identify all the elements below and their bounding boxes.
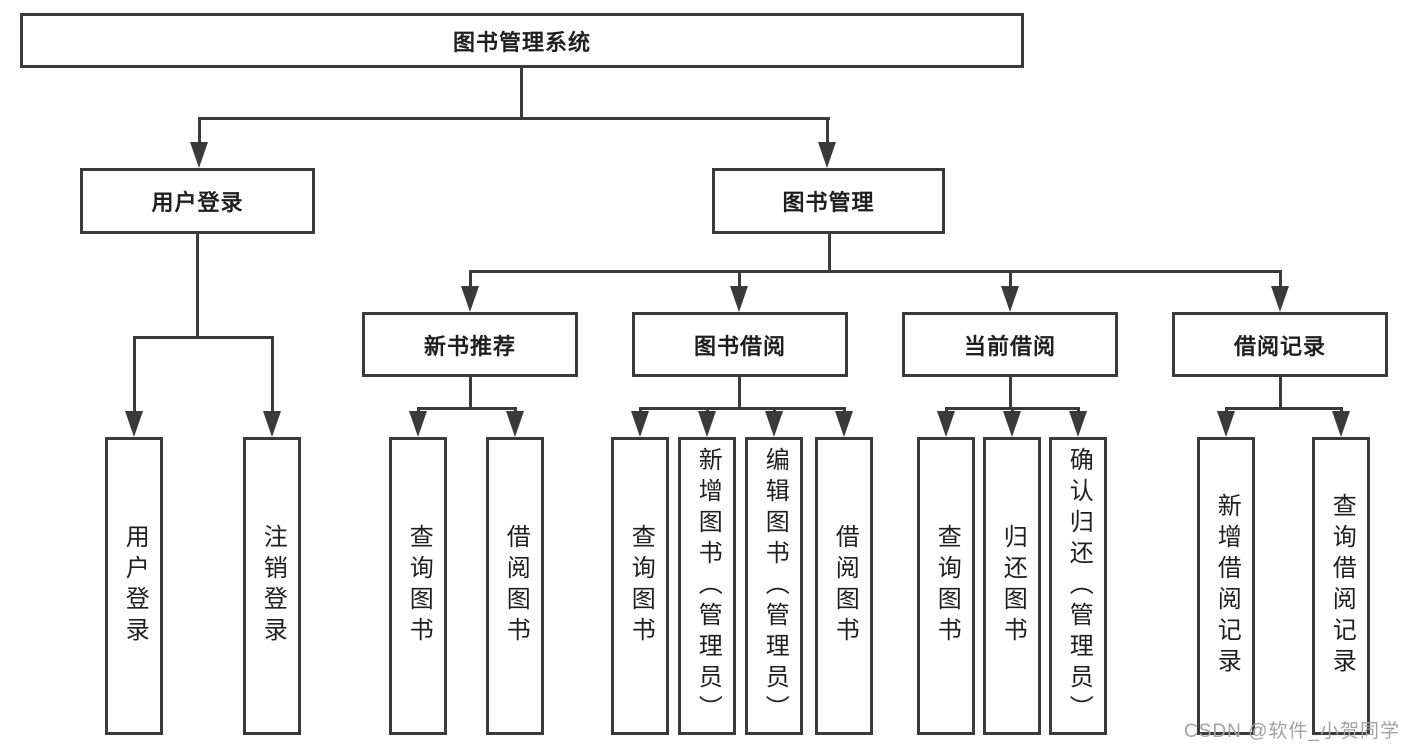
leaf-label: 查询图书 (405, 524, 433, 648)
arrow-down-icon (1332, 411, 1350, 437)
connector-drop (1340, 407, 1343, 414)
leaf-label: 新增借阅记录 (1213, 493, 1241, 679)
leaf-label: 注销登录 (259, 524, 287, 648)
csdn-watermark: CSDN @软件_小贺同学 (1184, 721, 1400, 742)
connector-login-branch (133, 336, 273, 339)
arrow-down-icon (698, 411, 716, 437)
node-new-book-recommend-label: 新书推荐 (423, 333, 516, 359)
leaf-query-books-1: 查询图书 (389, 437, 447, 735)
connector-bookmgmt-branch (469, 270, 1281, 273)
connector-drop (469, 270, 472, 288)
arrow-down-icon (461, 286, 479, 312)
leaf-label: 用户登录 (121, 524, 149, 648)
leaf-label: 确认归还（管理员） (1065, 446, 1093, 726)
arrow-down-icon (631, 411, 649, 437)
connector-stem (469, 377, 472, 407)
leaf-query-borrow-record: 查询借阅记录 (1312, 437, 1370, 735)
leaf-label: 归还图书 (999, 524, 1027, 648)
leaf-query-books-3: 查询图书 (917, 437, 975, 735)
connector-drop (514, 407, 517, 414)
connector-drop (1009, 270, 1012, 288)
arrow-down-icon (263, 411, 281, 437)
connector-drop-login (198, 117, 201, 144)
arrow-down-icon (937, 411, 955, 437)
node-user-login: 用户登录 (80, 168, 315, 234)
arrow-down-icon (125, 411, 143, 437)
arrow-down-icon (1003, 411, 1021, 437)
connector-drop (133, 336, 136, 413)
arrow-down-icon (1217, 411, 1235, 437)
arrow-down-icon (1001, 286, 1019, 312)
arrow-down-icon (818, 142, 836, 168)
connector-drop-bookmgmt (826, 117, 829, 144)
arrow-down-icon (506, 411, 524, 437)
node-user-login-label: 用户登录 (151, 190, 244, 215)
connector-drop (945, 407, 948, 414)
arrow-down-icon (835, 411, 853, 437)
connector-drop (639, 407, 642, 414)
arrow-down-icon (765, 411, 783, 437)
node-root: 图书管理系统 (20, 13, 1024, 68)
connector-root-branch (198, 117, 830, 120)
connector-bookmgmt-stem (828, 234, 831, 270)
leaf-borrow-books-1: 借阅图书 (486, 437, 544, 735)
arrow-down-icon (730, 286, 748, 312)
leaf-edit-books-admin: 编辑图书（管理员） (745, 437, 803, 735)
node-book-management-label: 图书管理 (782, 190, 875, 215)
connector-stem (1279, 377, 1282, 407)
leaf-label: 查询图书 (933, 524, 961, 648)
node-new-book-recommend: 新书推荐 (362, 312, 578, 377)
arrow-down-icon (409, 411, 427, 437)
connector-drop (1279, 270, 1282, 288)
node-root-label: 图书管理系统 (452, 29, 591, 55)
leaf-label: 借阅图书 (502, 524, 530, 648)
leaf-label: 新增图书（管理员） (694, 446, 722, 726)
connector-root-stem (520, 68, 523, 117)
leaf-query-books-2: 查询图书 (611, 437, 669, 735)
connector-stem (1009, 377, 1012, 407)
leaf-borrow-books-2: 借阅图书 (815, 437, 873, 735)
leaf-label: 查询借阅记录 (1328, 493, 1356, 679)
leaf-add-books-admin: 新增图书（管理员） (678, 437, 736, 735)
connector-drop (706, 407, 709, 414)
connector-branch (1225, 407, 1342, 410)
arrow-down-icon (1069, 411, 1087, 437)
node-current-borrow: 当前借阅 (902, 312, 1118, 377)
connector-branch (417, 407, 516, 410)
connector-login-stem (196, 234, 199, 336)
leaf-add-borrow-record: 新增借阅记录 (1197, 437, 1255, 735)
connector-drop (1077, 407, 1080, 414)
node-book-borrow-label: 图书借阅 (693, 333, 786, 359)
connector-drop (738, 270, 741, 288)
leaf-label: 编辑图书（管理员） (761, 446, 789, 726)
connector-drop (843, 407, 846, 414)
node-current-borrow-label: 当前借阅 (963, 333, 1056, 359)
connector-drop (417, 407, 420, 414)
connector-drop (773, 407, 776, 414)
node-book-borrow: 图书借阅 (632, 312, 848, 377)
connector-stem (738, 377, 741, 407)
node-borrow-record-label: 借阅记录 (1233, 333, 1326, 359)
leaf-user-login: 用户登录 (105, 437, 163, 735)
connector-drop (1225, 407, 1228, 414)
leaf-logout: 注销登录 (243, 437, 301, 735)
arrow-down-icon (190, 142, 208, 168)
leaf-return-books: 归还图书 (983, 437, 1041, 735)
leaf-label: 借阅图书 (831, 524, 859, 648)
leaf-label: 查询图书 (627, 524, 655, 648)
connector-branch (639, 407, 845, 410)
arrow-down-icon (1271, 286, 1289, 312)
leaf-confirm-return-admin: 确认归还（管理员） (1049, 437, 1107, 735)
node-book-management: 图书管理 (712, 168, 945, 234)
connector-drop (271, 336, 274, 413)
node-borrow-record: 借阅记录 (1172, 312, 1388, 377)
connector-drop (1011, 407, 1014, 414)
